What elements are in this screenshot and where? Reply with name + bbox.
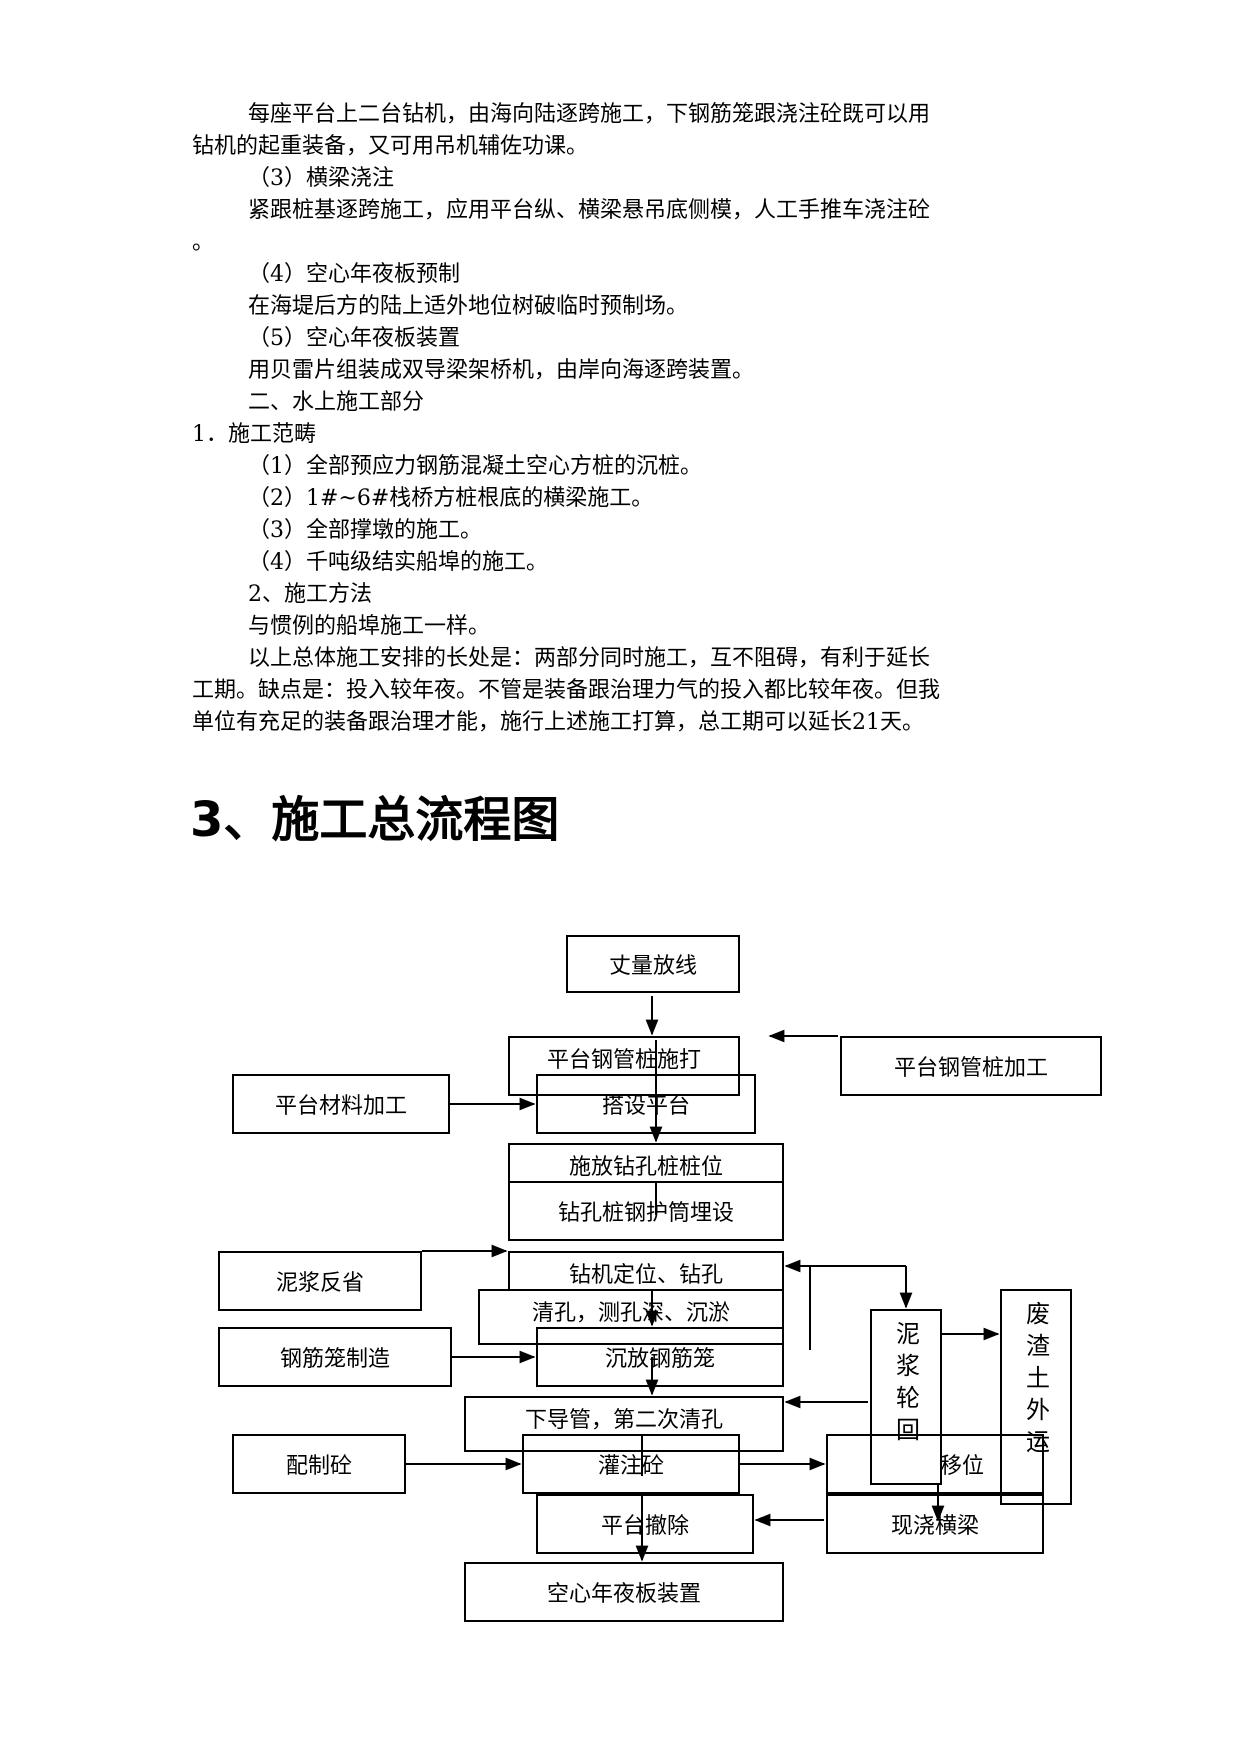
paragraph: 工期。缺点是：投入较年夜。不管是装备跟治理力气的投入都比较年夜。但我 <box>192 678 941 703</box>
paragraph: 在海堤后方的陆上适外地位树破临时预制场。 <box>248 294 689 319</box>
subheading: 二、水上施工部分 <box>248 390 425 415</box>
flow-box-clean: 清孔，测孔深、沉淤 <box>478 1289 784 1345</box>
paragraph: 紧跟桩基逐跨施工，应用平台纵、横梁悬吊底侧模，人工手推车浇注砼 <box>248 198 931 223</box>
flow-box-pile-drive: 平台钢管桩施打 <box>508 1036 740 1096</box>
subheading: 2、施工方法 <box>248 582 372 607</box>
flow-box-pile-fab: 平台钢管桩加工 <box>840 1036 1102 1096</box>
flow-box-waste: 废渣土外运 <box>1000 1289 1072 1505</box>
flow-box-cage-make: 钢筋笼制造 <box>218 1327 452 1387</box>
flow-box-casing: 钻孔桩钢护筒埋设 <box>508 1181 784 1241</box>
flow-box-cage-sink: 沉放钢筋笼 <box>536 1327 784 1387</box>
paragraph: 单位有充足的装备跟治理才能，施行上述施工打算，总工期可以延长21天。 <box>192 710 924 735</box>
section-heading: 3、施工总流程图 <box>190 792 560 848</box>
subheading: 1．施工范畴 <box>192 422 316 447</box>
list-item: （4）千吨级结实船埠的施工。 <box>248 550 548 575</box>
paragraph: 每座平台上二台钻机，由海向陆逐跨施工，下钢筋笼跟浇注砼既可以用 <box>248 102 931 127</box>
flow-box-tremie: 下导管，第二次清孔 <box>464 1396 784 1452</box>
subheading: （4）空心年夜板预制 <box>248 262 460 287</box>
flow-box-slab: 空心年夜板装置 <box>464 1562 784 1622</box>
subheading: （5）空心年夜板装置 <box>248 326 460 351</box>
paragraph: 。 <box>192 230 215 255</box>
paragraph: 钻机的起重装备，又可用吊机辅佐功课。 <box>192 134 589 159</box>
flow-box-erect: 搭设平台 <box>536 1074 756 1134</box>
flow-box-pour: 灌注砼 <box>522 1434 740 1494</box>
list-item: （3）全部撑墩的施工。 <box>248 518 482 543</box>
flow-box-mix: 配制砼 <box>232 1434 406 1494</box>
list-item: （2）1#~6#栈桥方桩根底的横梁施工。 <box>248 486 654 511</box>
paragraph: 以上总体施工安排的长处是：两部分同时施工，互不阻碍，有利于延长 <box>248 646 931 671</box>
flow-box-move: 移位 <box>826 1434 1044 1494</box>
paragraph: 与惯例的船埠施工一样。 <box>248 614 491 639</box>
paragraph: 用贝雷片组装成双导梁架桥机，由岸向海逐跨装置。 <box>248 358 755 383</box>
flow-box-survey: 丈量放线 <box>566 935 740 993</box>
subheading: （3）横梁浇注 <box>248 166 394 191</box>
flow-box-mud-return: 泥浆反省 <box>218 1251 422 1311</box>
flow-box-mud-cycle: 泥浆轮回 <box>870 1309 942 1485</box>
list-item: （1）全部预应力钢筋混凝土空心方桩的沉桩。 <box>248 454 702 479</box>
flow-box-mat-fab: 平台材料加工 <box>232 1074 450 1134</box>
